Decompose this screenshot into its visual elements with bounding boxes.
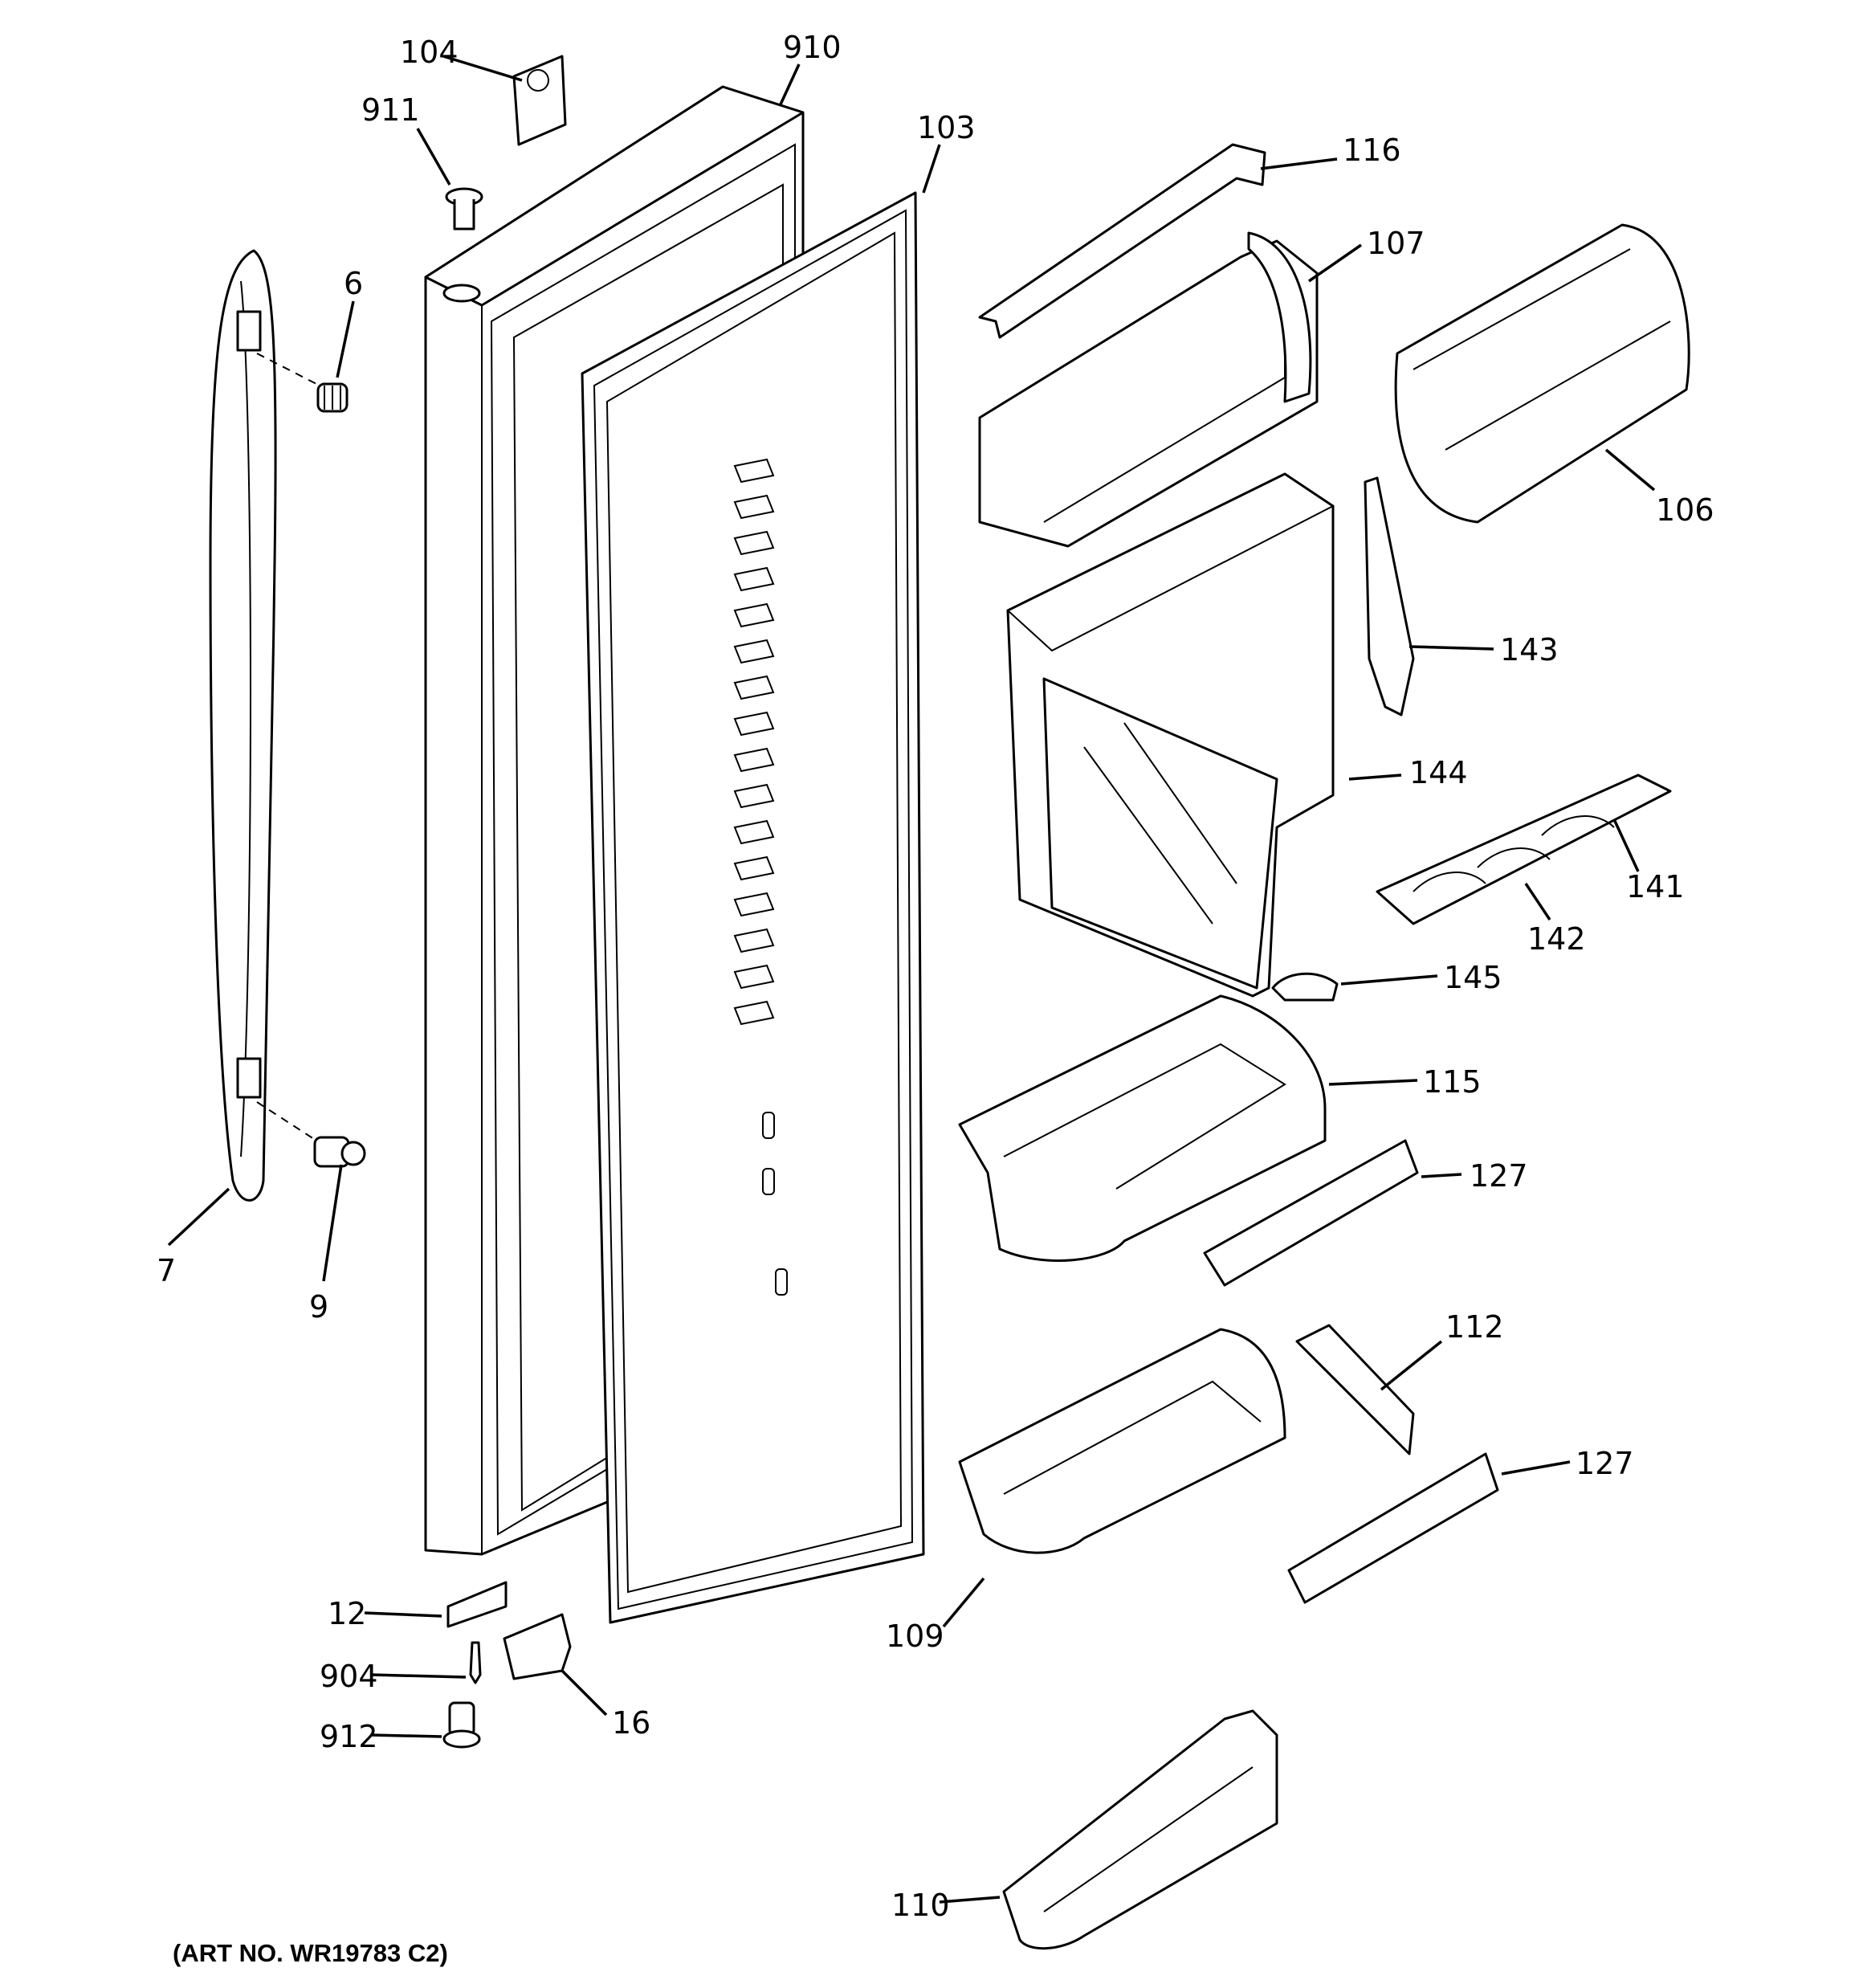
hinge-block (503, 1613, 572, 1680)
shelf-rail (978, 143, 1266, 339)
dairy-cover (1394, 223, 1690, 524)
callout-12: 12 (328, 1596, 366, 1631)
door-bin-upper (958, 994, 1327, 1262)
handle-screw-upper (256, 353, 349, 413)
callout-911: 911 (361, 92, 420, 128)
egg-tray (1376, 774, 1672, 925)
callout-107: 107 (1367, 226, 1425, 261)
bin-front-upper (1203, 1139, 1419, 1287)
screw (469, 1641, 482, 1684)
door-gasket (581, 191, 925, 1624)
callout-115: 115 (1423, 1064, 1482, 1100)
callout-104: 104 (400, 35, 459, 70)
callout-6: 6 (344, 266, 363, 301)
brand-label (512, 55, 567, 146)
callout-143: 143 (1500, 632, 1559, 667)
callout-141: 141 (1626, 869, 1685, 904)
callout-144: 144 (1409, 755, 1468, 790)
dispenser-bin (1006, 472, 1335, 998)
callout-912: 912 (320, 1719, 378, 1754)
dairy-bin (978, 231, 1319, 548)
door-bin-bottom (1002, 1709, 1278, 1950)
door-bin-middle (958, 1328, 1286, 1554)
callout-116: 116 (1343, 133, 1401, 168)
callout-904: 904 (320, 1659, 378, 1694)
callout-103: 103 (917, 110, 976, 145)
side-rail (1364, 476, 1415, 716)
callout-142: 142 (1527, 921, 1586, 957)
callout-127-upper: 127 (1470, 1158, 1528, 1194)
hinge-plug (445, 187, 483, 231)
callout-127-lower: 127 (1576, 1446, 1634, 1481)
door-shelf-supports (733, 458, 775, 1026)
art-number: (ART NO. WR19783 C2) (173, 1939, 448, 1967)
callout-106: 106 (1656, 492, 1714, 528)
callout-7: 7 (157, 1253, 176, 1288)
leader-lines (167, 55, 1656, 1904)
callout-16: 16 (612, 1705, 650, 1741)
bin-front-lower (1287, 1452, 1499, 1604)
handle-screw-lower (256, 1101, 366, 1168)
hinge-bracket (446, 1581, 508, 1628)
clip (1271, 972, 1339, 1002)
bin-divider (1295, 1324, 1415, 1455)
callout-109: 109 (886, 1619, 944, 1654)
callout-145: 145 (1444, 960, 1502, 995)
hinge-bushing (442, 1701, 481, 1749)
callout-112: 112 (1445, 1309, 1504, 1345)
door-handle (209, 249, 277, 1202)
callout-9: 9 (309, 1289, 328, 1325)
callout-110: 110 (891, 1888, 950, 1923)
callout-910: 910 (783, 30, 842, 65)
